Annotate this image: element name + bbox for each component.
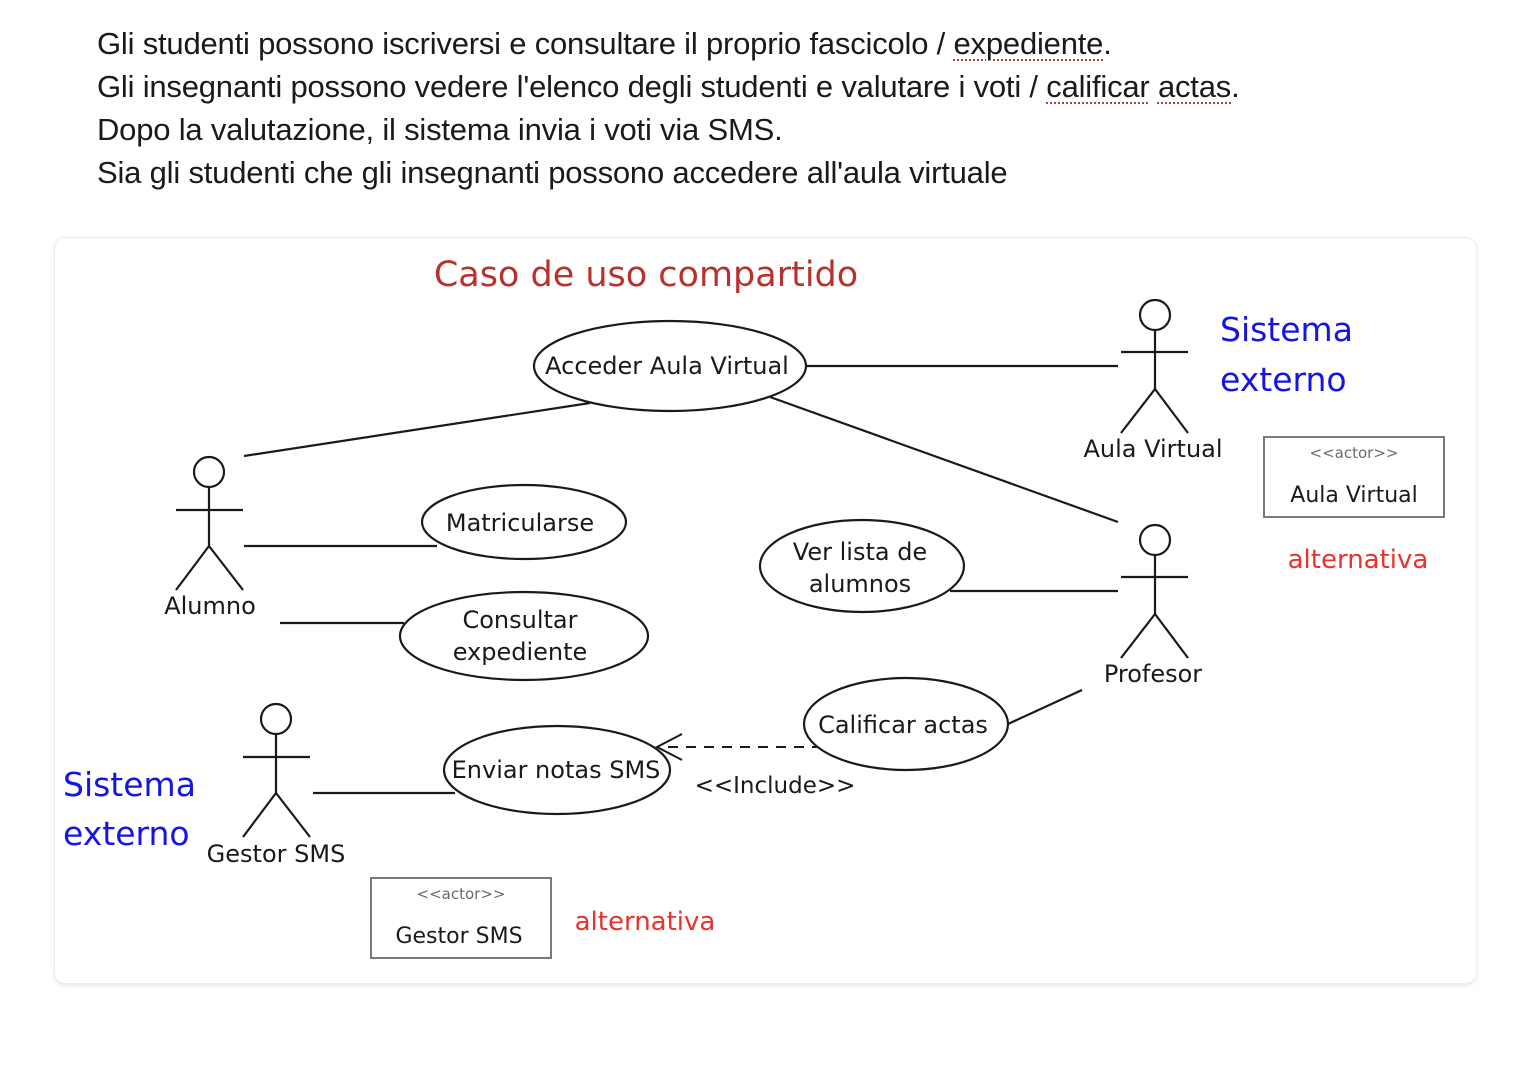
usecase-matricularse <box>420 483 628 561</box>
sistema-externo-right-line1: Sistema <box>1220 310 1353 349</box>
actor-profesor-figure <box>1120 523 1189 659</box>
spellcheck-word-calificar: calificar <box>1046 69 1150 104</box>
intro-line-4: Sia gli studenti che gli insegnanti poss… <box>97 155 1008 190</box>
actor-aula-virtual-figure <box>1120 298 1189 434</box>
actor-gestor-sms-figure <box>242 702 311 838</box>
intro-line-2: Gli insegnanti possono vedere l'elenco d… <box>97 65 1477 108</box>
usecase-acceder-aula-virtual <box>532 319 808 413</box>
usecase-calificar-actas <box>802 676 1010 772</box>
intro-line-3: Dopo la valutazione, il sistema invia i … <box>97 112 783 147</box>
actor-box-aula-label: Aula Virtual <box>1290 483 1417 508</box>
actor-aula-virtual-label: Aula Virtual <box>1083 435 1222 463</box>
intro-line-2-end: . <box>1231 69 1240 104</box>
intro-line-1-end: . <box>1103 26 1112 61</box>
intro-line-2-text: Gli insegnanti possono vedere l'elenco d… <box>97 69 1047 104</box>
sistema-externo-right-line2: externo <box>1220 360 1347 399</box>
line-acceder-profesor <box>769 395 1119 524</box>
diagram-title: Caso de uso compartido <box>434 255 858 295</box>
usecase-verlista-label-1: Ver lista de <box>793 538 927 566</box>
actor-alumno-label: Alumno <box>164 592 256 620</box>
sistema-externo-left-line2: externo <box>63 814 190 853</box>
usecase-consultar-expediente <box>398 590 650 682</box>
include-arrowhead <box>654 733 683 761</box>
usecase-enviar-notas-sms <box>442 724 672 816</box>
association-lines <box>243 364 1119 795</box>
intro-text: Gli studenti possono iscriversi e consul… <box>97 22 1477 194</box>
usecase-acceder-label: Acceder Aula Virtual <box>545 352 789 380</box>
intro-line-1: Gli studenti possono iscriversi e consul… <box>97 22 1477 65</box>
actor-box-gestor-label: Gestor SMS <box>395 924 522 949</box>
intro-line-1-text: Gli studenti possono iscriversi e consul… <box>97 26 954 61</box>
sistema-externo-left-line1: Sistema <box>63 765 196 804</box>
line-alumno-acceder <box>243 401 591 458</box>
actor-alumno-figure <box>175 455 244 591</box>
usecase-ver-lista-alumnos <box>758 518 966 614</box>
usecase-matricularse-label: Matricularse <box>446 509 594 537</box>
actor-box-gestor-sms <box>370 877 552 959</box>
usecase-consultar-label-2: expediente <box>453 638 588 666</box>
alternativa-label-right: alternativa <box>1288 545 1429 575</box>
usecase-verlista-label-2: alumnos <box>809 570 911 598</box>
actor-box-aula-stereotype: <<actor>> <box>1310 444 1399 462</box>
usecase-calificar-label: Calificar actas <box>818 711 988 739</box>
line-calificar-profesor <box>1007 689 1083 725</box>
actor-box-gestor-stereotype: <<actor>> <box>417 885 506 903</box>
spellcheck-word-actas: actas <box>1157 69 1232 104</box>
usecase-consultar-label-1: Consultar <box>462 606 577 634</box>
alternativa-label-left: alternativa <box>575 907 716 937</box>
spellcheck-word-expediente: expediente <box>953 26 1104 61</box>
usecase-enviar-label: Enviar notas SMS <box>452 756 661 784</box>
include-label: <<Include>> <box>695 773 856 799</box>
actor-box-aula-virtual <box>1263 436 1445 518</box>
actor-gestor-sms-label: Gestor SMS <box>207 840 346 868</box>
actor-profesor-label: Profesor <box>1104 660 1202 688</box>
